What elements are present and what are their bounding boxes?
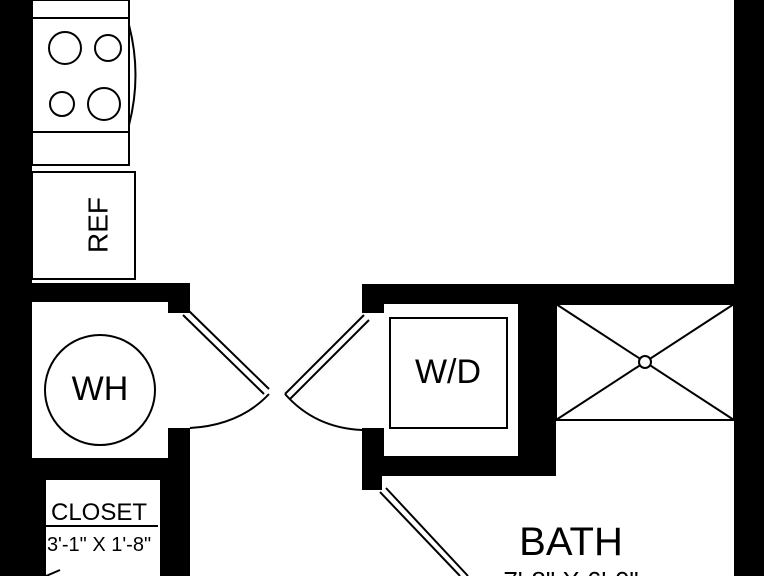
laundry-and-bath-walls: [362, 284, 734, 490]
closet-name: CLOSET: [51, 499, 147, 526]
door-swing-icon: [182, 309, 270, 429]
kitchen: REF: [31, 0, 137, 280]
bath-door-jamb: [362, 476, 382, 490]
bath-shower-wall-bottom: [518, 420, 556, 476]
counter-bottom: [31, 131, 130, 166]
washer-dryer-box: [389, 317, 508, 429]
counter-top: [31, 0, 130, 19]
closet-dimensions: 3'-1" X 1'-8": [47, 534, 151, 556]
small-closet: CLOSET 3'-1" X 1'-8": [32, 480, 190, 576]
bath-name: BATH: [519, 520, 623, 564]
refrigerator-label: REF: [82, 197, 113, 253]
water-heater-closet: WH: [32, 283, 270, 480]
door-swing-icon: [379, 487, 469, 576]
washer-dryer-label: W/D: [415, 353, 481, 391]
door-swing-icon: [45, 569, 61, 576]
shower-icon: [555, 303, 735, 421]
laundry-top-wall: [362, 284, 734, 476]
door-swing-icon: [284, 314, 370, 431]
closet-left-wall: [32, 480, 46, 576]
laundry-left-jamb: [362, 428, 384, 476]
wh-closet-shelf-wall: [32, 458, 190, 480]
closet-right-wall: [160, 480, 190, 576]
bath: BATH 7'-8" X 6'-0": [379, 487, 639, 576]
wh-closet-jamb: [168, 428, 190, 458]
left-exterior-wall: [0, 0, 32, 576]
water-heater-circle: [44, 334, 156, 446]
refrigerator: [31, 171, 136, 280]
wh-closet-walls: [32, 283, 190, 313]
bath-dimensions: 7'-8" X 6'-0": [503, 566, 638, 576]
stove-icon: [31, 17, 137, 133]
washer-dryer: W/D: [284, 314, 508, 431]
water-heater-label: WH: [72, 370, 129, 408]
right-exterior-wall: [734, 0, 764, 576]
